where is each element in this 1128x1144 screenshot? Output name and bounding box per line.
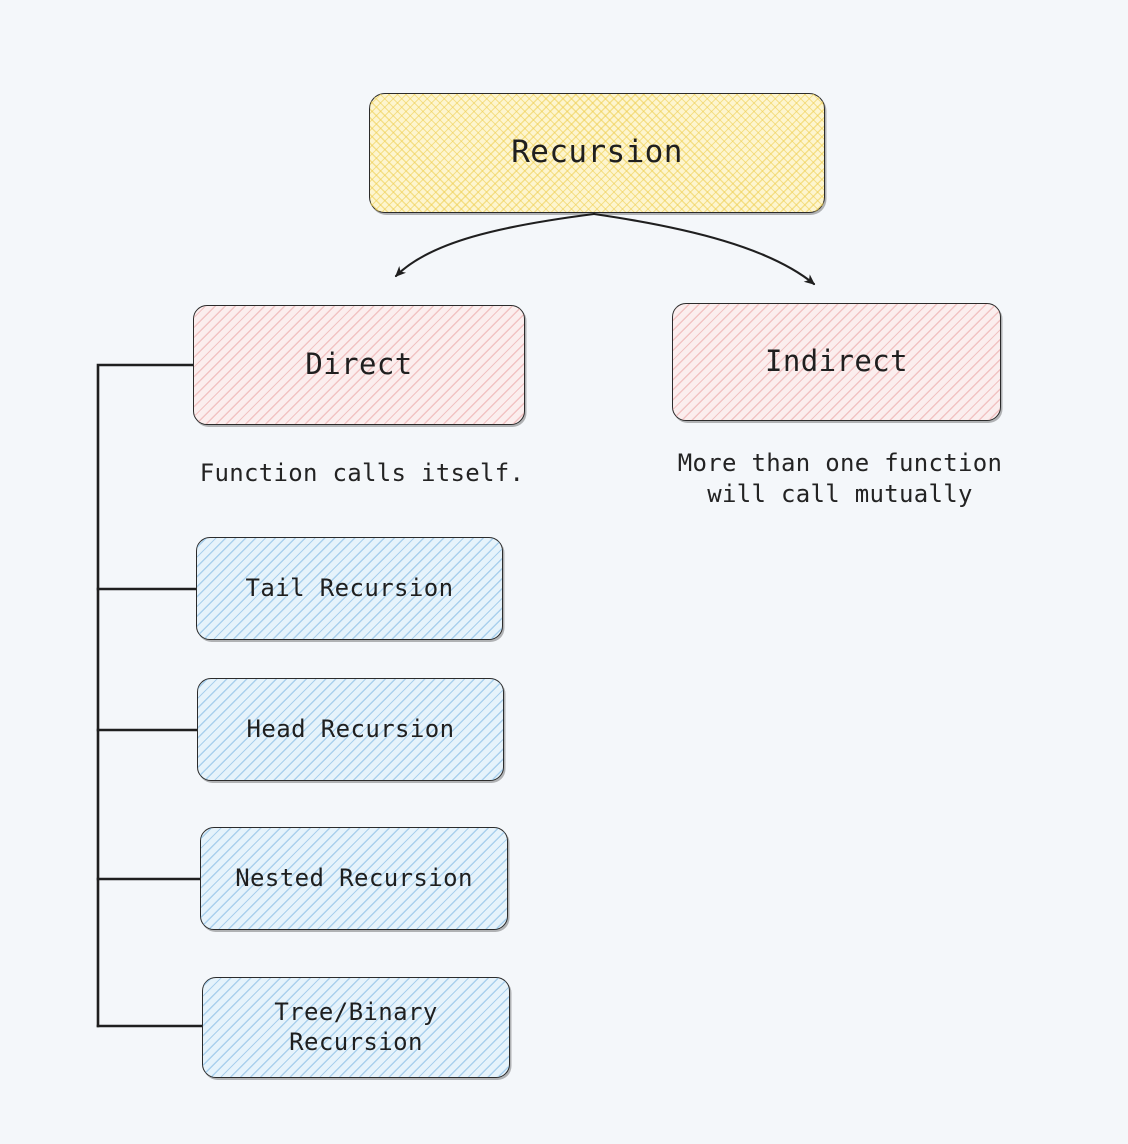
edge-root-to-indirect <box>592 212 816 286</box>
node-head-recursion-label: Head Recursion <box>246 714 455 743</box>
node-tree-binary-recursion[interactable]: Tree/Binary Recursion <box>202 977 510 1078</box>
node-tail-recursion-label: Tail Recursion <box>245 573 454 602</box>
node-recursion[interactable]: Recursion <box>369 93 825 213</box>
node-head-recursion[interactable]: Head Recursion <box>197 678 504 781</box>
caption-direct: Function calls itself. <box>199 459 525 487</box>
node-direct[interactable]: Direct <box>193 305 525 425</box>
node-nested-recursion-label: Nested Recursion <box>235 863 473 892</box>
node-direct-label: Direct <box>305 347 413 382</box>
node-indirect[interactable]: Indirect <box>672 303 1001 421</box>
node-recursion-label: Recursion <box>511 134 683 171</box>
node-nested-recursion[interactable]: Nested Recursion <box>200 827 508 930</box>
node-tail-recursion[interactable]: Tail Recursion <box>196 537 503 640</box>
edge-root-to-direct <box>394 212 596 278</box>
caption-indirect: More than one function will call mutuall… <box>677 449 1003 508</box>
node-tree-binary-recursion-label: Tree/Binary Recursion <box>274 998 438 1056</box>
node-indirect-label: Indirect <box>765 344 908 379</box>
